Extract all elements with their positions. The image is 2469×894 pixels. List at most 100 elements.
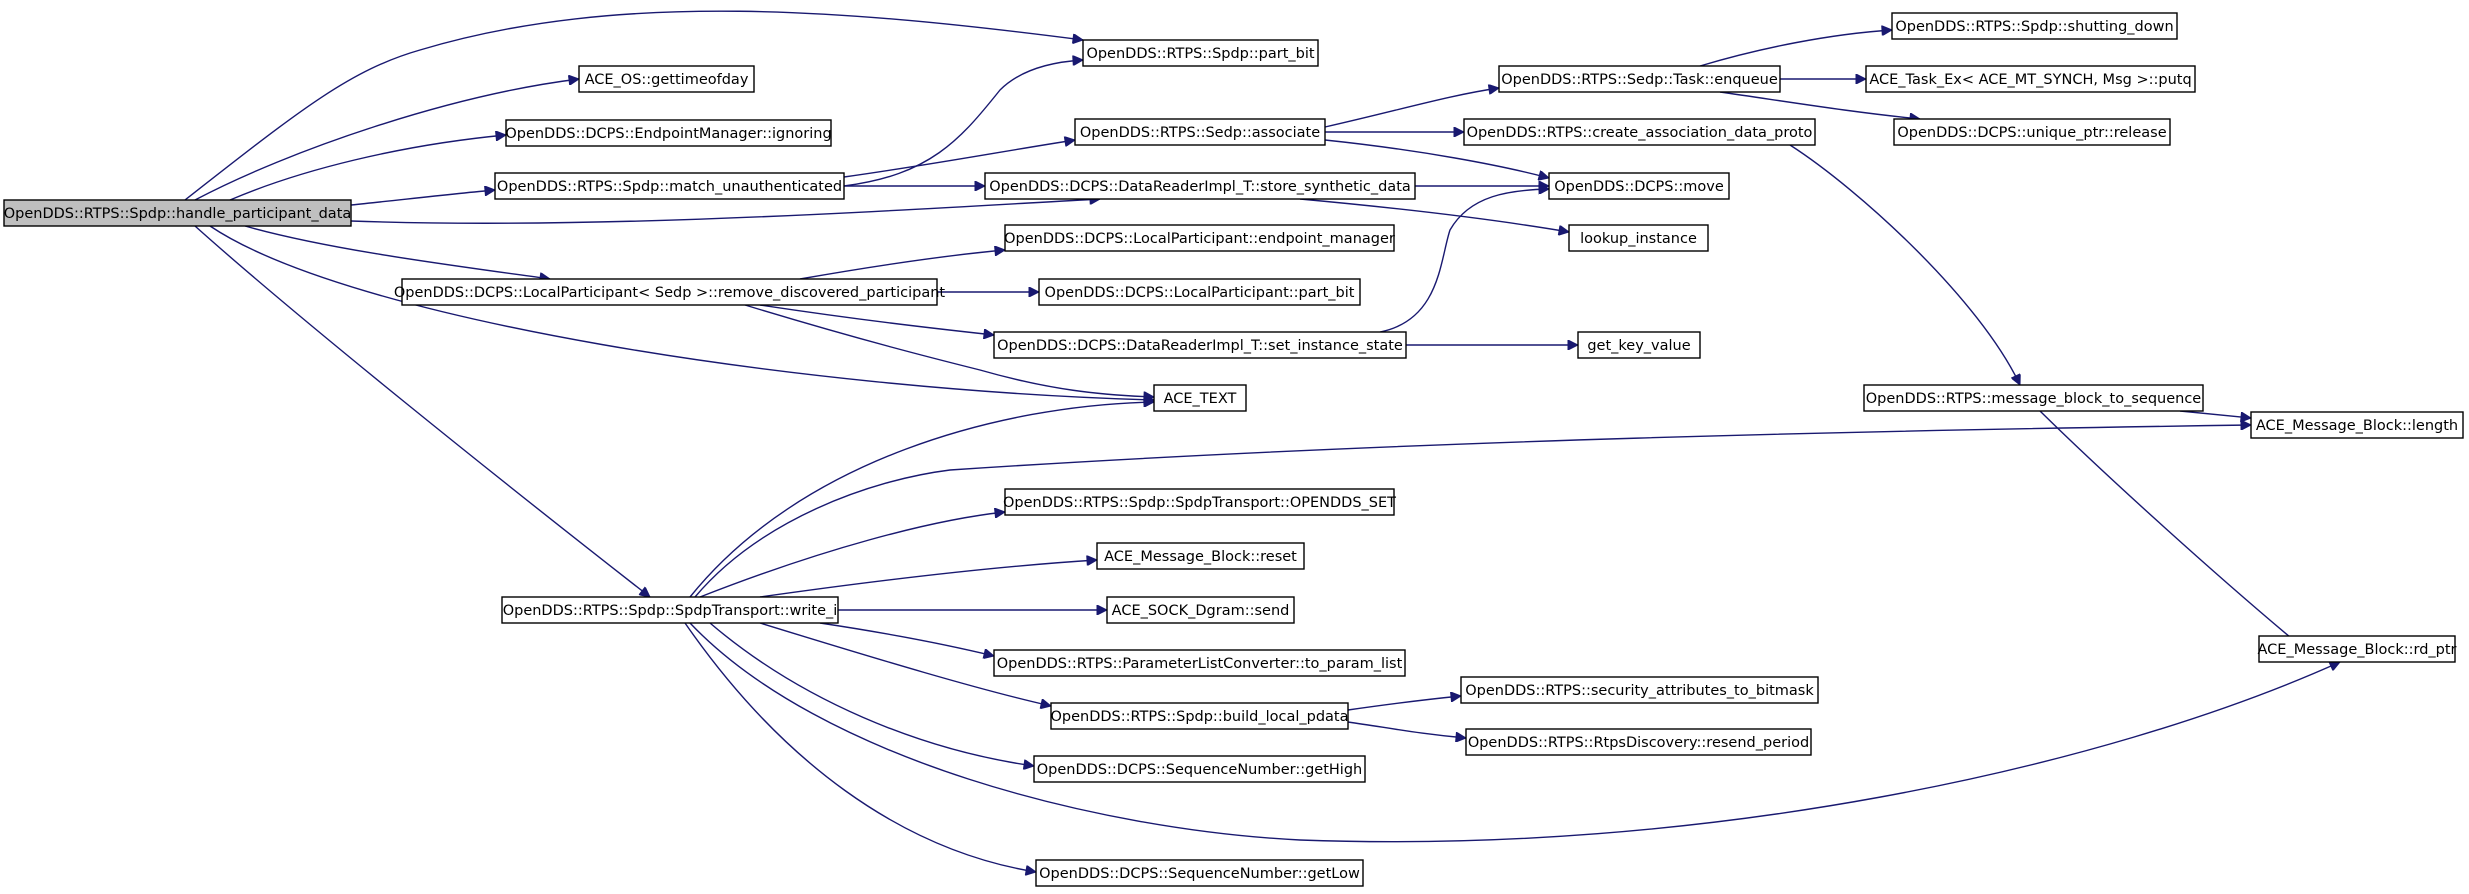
node-box <box>1153 384 1247 412</box>
node-label: OpenDDS::RTPS::Sedp::associate <box>1080 125 1320 141</box>
node-box <box>494 172 845 200</box>
node-dcps-move[interactable]: OpenDDS::DCPS::move <box>1548 172 1730 200</box>
node-label: ACE_SOCK_Dgram::send <box>1112 603 1290 619</box>
node-remove-disc[interactable]: OpenDDS::DCPS::LocalParticipant< Sedp >:… <box>394 278 946 306</box>
edge-sedp_associate-to-task_enqueue <box>1324 88 1499 128</box>
node-label: OpenDDS::RTPS::RtpsDiscovery::resend_per… <box>1468 735 1809 751</box>
node-box <box>1033 755 1366 783</box>
node-uptr-release[interactable]: OpenDDS::DCPS::unique_ptr::release <box>1893 118 2171 146</box>
node-label: OpenDDS::RTPS::ParameterListConverter::t… <box>997 656 1403 672</box>
node-label: OpenDDS::RTPS::Spdp::shutting_down <box>1895 19 2173 35</box>
edge-write_i-to-mb_rd_ptr <box>689 622 2340 843</box>
node-box <box>501 596 839 624</box>
node-box <box>1460 676 1819 704</box>
node-label: OpenDDS::DCPS::DataReaderImpl_T::set_ins… <box>997 338 1403 354</box>
node-get-key-value[interactable]: get_key_value <box>1577 331 1701 359</box>
edge-root-to-remove_disc <box>244 225 550 279</box>
node-label: OpenDDS::RTPS::Spdp::SpdpTransport::OPEN… <box>1003 495 1396 511</box>
node-label: ACE_Task_Ex< ACE_MT_SYNCH, Msg >::putq <box>1869 72 2191 88</box>
node-gettimeofday[interactable]: ACE_OS::gettimeofday <box>578 65 755 93</box>
edge-match_unauth-to-part_bit <box>843 60 1083 187</box>
edge-store_synth-to-lookup_instance <box>1299 198 1569 232</box>
node-box <box>1096 542 1305 570</box>
edge-set_instance_state-to-dcps_move <box>1379 189 1549 333</box>
edge-write_i-to-to_param_list <box>819 622 994 656</box>
edge-write_i-to-getHigh <box>709 622 1034 766</box>
node-label: ACE_Message_Block::reset <box>1104 549 1297 565</box>
edge-write_i-to-ace_text <box>689 402 1154 598</box>
node-box <box>1498 65 1781 93</box>
node-box <box>3 199 352 227</box>
node-part-bit[interactable]: OpenDDS::RTPS::Spdp::part_bit <box>1082 39 1319 67</box>
node-sedp-associate[interactable]: OpenDDS::RTPS::Sedp::associate <box>1074 118 1326 146</box>
node-resend-period[interactable]: OpenDDS::RTPS::RtpsDiscovery::resend_per… <box>1465 728 1812 756</box>
node-dgram-send[interactable]: ACE_SOCK_Dgram::send <box>1106 596 1295 624</box>
node-create-assoc[interactable]: OpenDDS::RTPS::create_association_data_p… <box>1463 118 1816 146</box>
edge-write_i-to-opendds_set <box>699 512 1005 598</box>
node-label: OpenDDS::RTPS::message_block_to_sequence <box>1866 391 2202 407</box>
node-putq[interactable]: ACE_Task_Ex< ACE_MT_SYNCH, Msg >::putq <box>1865 65 2196 93</box>
node-mb-reset[interactable]: ACE_Message_Block::reset <box>1096 542 1305 570</box>
node-box <box>1038 278 1361 306</box>
node-box <box>1004 224 1395 252</box>
node-build-local-pdata[interactable]: OpenDDS::RTPS::Spdp::build_local_pdata <box>1050 702 1349 730</box>
node-box <box>1050 702 1349 730</box>
node-write-i[interactable]: OpenDDS::RTPS::Spdp::SpdpTransport::writ… <box>501 596 839 624</box>
node-box <box>2258 635 2456 663</box>
node-label: ACE_Message_Block::length <box>2256 418 2458 434</box>
node-lookup-instance[interactable]: lookup_instance <box>1568 224 1709 252</box>
node-mb-to-seq[interactable]: OpenDDS::RTPS::message_block_to_sequence <box>1863 384 2204 412</box>
edge-remove_disc-to-ace_text <box>744 304 1154 397</box>
node-set-instance-state[interactable]: OpenDDS::DCPS::DataReaderImpl_T::set_ins… <box>993 331 1407 359</box>
node-label: OpenDDS::RTPS::Spdp::part_bit <box>1086 46 1314 62</box>
node-label: OpenDDS::RTPS::Spdp::handle_participant_… <box>4 206 352 222</box>
node-root[interactable]: OpenDDS::RTPS::Spdp::handle_participant_… <box>3 199 352 227</box>
node-sec-attr[interactable]: OpenDDS::RTPS::security_attributes_to_bi… <box>1460 676 1819 704</box>
edges <box>184 10 2340 872</box>
edge-task_enqueue-to-shutting_down <box>1699 30 1892 67</box>
node-box <box>1074 118 1326 146</box>
edge-create_assoc-to-mb_to_seq <box>1789 144 2020 385</box>
edge-write_i-to-getLow <box>684 622 1036 872</box>
node-lp-part-bit[interactable]: OpenDDS::DCPS::LocalParticipant::part_bi… <box>1038 278 1361 306</box>
node-to-param-list[interactable]: OpenDDS::RTPS::ParameterListConverter::t… <box>993 649 1406 677</box>
node-mb-length[interactable]: ACE_Message_Block::length <box>2250 411 2464 439</box>
node-box <box>1891 12 2178 40</box>
node-ace-text[interactable]: ACE_TEXT <box>1153 384 1247 412</box>
node-box <box>1035 859 1364 887</box>
edge-sedp_associate-to-dcps_move <box>1324 139 1549 178</box>
node-getHigh[interactable]: OpenDDS::DCPS::SequenceNumber::getHigh <box>1033 755 1366 783</box>
node-endpoint-manager[interactable]: OpenDDS::DCPS::LocalParticipant::endpoin… <box>1004 224 1395 252</box>
node-shutting-down[interactable]: OpenDDS::RTPS::Spdp::shutting_down <box>1891 12 2178 40</box>
node-mb-rd-ptr[interactable]: ACE_Message_Block::rd_ptr <box>2258 635 2457 663</box>
node-box <box>1893 118 2171 146</box>
node-box <box>1568 224 1709 252</box>
edge-task_enqueue-to-uptr_release <box>1719 91 1920 119</box>
edge-write_i-to-mb_length <box>694 425 2251 598</box>
node-box <box>1577 331 1701 359</box>
node-match-unauth[interactable]: OpenDDS::RTPS::Spdp::match_unauthenticat… <box>494 172 845 200</box>
node-label: OpenDDS::RTPS::create_association_data_p… <box>1467 125 1813 141</box>
node-box <box>578 65 755 93</box>
node-label: OpenDDS::RTPS::Spdp::build_local_pdata <box>1050 709 1348 725</box>
edge-root-to-store_synth <box>350 199 1100 224</box>
node-ignoring[interactable]: OpenDDS::DCPS::EndpointManager::ignoring <box>505 119 832 147</box>
edge-write_i-to-mb_reset <box>759 560 1097 598</box>
node-box <box>505 119 832 147</box>
node-label: ACE_Message_Block::rd_ptr <box>2258 642 2457 658</box>
node-label: OpenDDS::DCPS::LocalParticipant::part_bi… <box>1045 285 1355 301</box>
node-box <box>1865 65 2196 93</box>
node-getLow[interactable]: OpenDDS::DCPS::SequenceNumber::getLow <box>1035 859 1364 887</box>
edge-root-to-write_i <box>194 225 650 597</box>
node-task-enqueue[interactable]: OpenDDS::RTPS::Sedp::Task::enqueue <box>1498 65 1781 93</box>
node-box <box>1004 488 1395 516</box>
node-box <box>1863 384 2204 412</box>
node-label: OpenDDS::DCPS::move <box>1554 179 1724 195</box>
edge-match_unauth-to-sedp_associate <box>843 140 1075 178</box>
node-box <box>993 649 1406 677</box>
node-opendds-set[interactable]: OpenDDS::RTPS::Spdp::SpdpTransport::OPEN… <box>1003 488 1396 516</box>
node-box <box>1465 728 1812 756</box>
node-box <box>984 172 1416 200</box>
node-label: OpenDDS::DCPS::SequenceNumber::getLow <box>1039 866 1360 882</box>
node-store-synth[interactable]: OpenDDS::DCPS::DataReaderImpl_T::store_s… <box>984 172 1416 200</box>
